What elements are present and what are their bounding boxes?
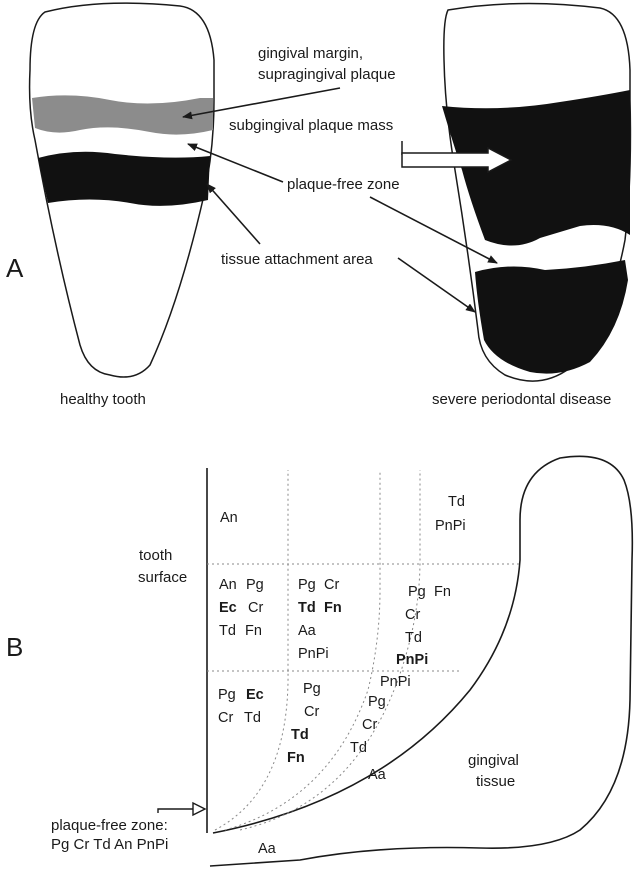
zone-grid <box>207 470 520 830</box>
cell-mid1-td: Td <box>219 623 236 639</box>
arrow-attachment-left <box>207 184 260 244</box>
cell-mid2-td: Td <box>298 600 316 616</box>
cell-low1-pg: Pg <box>218 687 236 703</box>
cell-low2-pg: Pg <box>303 681 321 697</box>
cell-mid2-aa: Aa <box>298 623 317 639</box>
attachment-area-mass <box>475 260 628 374</box>
label-tissue-attachment: tissue attachment area <box>221 251 373 268</box>
cell-mid2-fn: Fn <box>324 600 342 616</box>
caption-healthy-tooth: healthy tooth <box>60 391 146 408</box>
cell-mid1-pg: Pg <box>246 577 264 593</box>
label-aa-gap: Aa <box>368 767 387 783</box>
cell-mid1-ec: Ec <box>219 600 237 616</box>
label-tooth: tooth <box>139 547 172 564</box>
panel-b-letter: B <box>6 632 23 662</box>
cell-mid3-fn: Fn <box>434 584 451 600</box>
cell-mid3-td: Td <box>405 630 422 646</box>
cell-mid1-cr: Cr <box>248 600 263 616</box>
label-gingival-margin: gingival margin, <box>258 45 363 62</box>
cell-low3-td: Td <box>350 740 367 756</box>
cell-mid1-fn: Fn <box>245 623 262 639</box>
cell-low3-pg: Pg <box>368 694 386 710</box>
cell-mid3-cr: Cr <box>405 607 420 623</box>
label-aa-bottom: Aa <box>258 841 277 857</box>
diseased-tooth <box>442 3 630 381</box>
cell-top-right-td: Td <box>448 494 465 510</box>
label-gingival: gingival <box>468 752 519 769</box>
cell-low1-td: Td <box>244 710 261 726</box>
cell-low1-cr: Cr <box>218 710 233 726</box>
cell-top-right-pnpi: PnPi <box>435 518 466 534</box>
label-surface: surface <box>138 569 187 586</box>
cell-low2-td: Td <box>291 727 309 743</box>
panel-a-letter: A <box>6 253 24 283</box>
label-plaque-free-zone-b: plaque-free zone: <box>51 817 168 834</box>
healthy-tooth <box>30 3 214 377</box>
cell-low3-cr: Cr <box>362 717 377 733</box>
arrow-attachment-right <box>398 258 475 312</box>
cell-mid2-cr: Cr <box>324 577 339 593</box>
cell-low3-pnpi: PnPi <box>380 674 411 690</box>
label-subgingival-plaque-mass: subgingival plaque mass <box>229 117 393 134</box>
plaque-free-arrow <box>158 803 205 815</box>
label-supragingival-plaque: supragingival plaque <box>258 66 396 83</box>
grid-curve-3 <box>240 470 420 830</box>
cell-low2-cr: Cr <box>304 704 319 720</box>
label-plaque-free-zone: plaque-free zone <box>287 176 400 193</box>
cell-mid2-pg: Pg <box>298 577 316 593</box>
label-tissue: tissue <box>476 773 515 790</box>
label-plaque-free-species: Pg Cr Td An PnPi <box>51 836 168 853</box>
cell-mid3-pnpi: PnPi <box>396 652 428 668</box>
cell-top-left-an: An <box>220 510 238 526</box>
cell-mid3-pg: Pg <box>408 584 426 600</box>
subgingival-plaque-band <box>38 152 210 206</box>
cell-mid2-pnpi: PnPi <box>298 646 329 662</box>
caption-severe-periodontal-disease: severe periodontal disease <box>432 391 611 408</box>
cell-low2-fn: Fn <box>287 750 305 766</box>
cell-mid1-an: An <box>219 577 237 593</box>
cell-low1-ec: Ec <box>246 687 264 703</box>
